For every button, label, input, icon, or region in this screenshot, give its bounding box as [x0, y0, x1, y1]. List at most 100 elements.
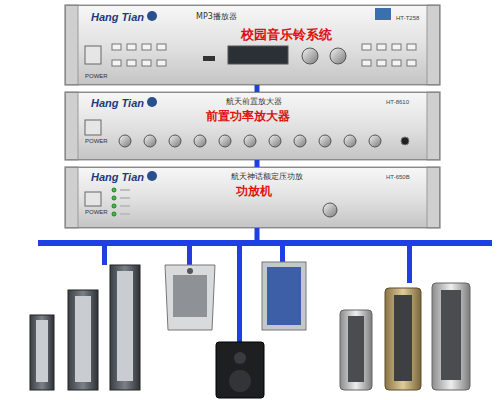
button	[127, 44, 136, 50]
column-speaker	[30, 315, 54, 390]
speaker-grille	[75, 296, 91, 382]
brand-logo	[147, 171, 157, 181]
column-speaker	[385, 288, 421, 390]
speaker-grille	[173, 275, 207, 317]
power-button	[85, 120, 101, 135]
button	[377, 44, 386, 50]
rack-ear	[427, 167, 440, 228]
led-mark	[120, 205, 130, 207]
rack-panel	[65, 5, 440, 85]
rack-panel	[65, 167, 440, 228]
knob	[169, 135, 181, 147]
model-number: HT-T258	[396, 15, 419, 21]
led	[112, 188, 116, 192]
knob	[302, 48, 318, 64]
signal-link	[255, 85, 260, 92]
brand-name: Hang Tian	[91, 98, 144, 110]
led-mark	[120, 213, 130, 215]
speaker-grille	[394, 295, 412, 381]
bus-drop	[280, 243, 285, 264]
power-label: POWER	[85, 138, 108, 144]
button-grid	[112, 44, 416, 66]
button	[112, 44, 121, 50]
speaker-badge	[187, 268, 193, 274]
button	[392, 60, 401, 66]
brand-badge	[375, 8, 391, 20]
panel-title: MP3播放器	[196, 13, 237, 21]
button	[362, 44, 371, 50]
knob	[330, 48, 346, 64]
rack-panel	[65, 92, 440, 160]
power-label: POWER	[85, 209, 108, 215]
bus-drop	[237, 243, 242, 342]
button	[377, 60, 386, 66]
lcd-display	[228, 46, 288, 64]
speaker-grille	[267, 267, 301, 325]
device-label: 前置功率放大器	[206, 110, 290, 123]
bus-drop	[187, 243, 192, 265]
box-speaker	[262, 262, 306, 330]
device-label: 校园音乐铃系统	[241, 28, 332, 42]
button	[407, 44, 416, 50]
box-speaker	[216, 342, 264, 398]
led	[112, 196, 116, 200]
led-marks	[120, 189, 130, 215]
column-speaker	[110, 265, 140, 390]
rack-ear	[65, 92, 78, 160]
wall-speaker	[165, 265, 215, 330]
knob	[119, 135, 131, 147]
brand-name: Hang Tian	[91, 172, 144, 184]
signal-link	[255, 160, 260, 167]
speaker-grille	[117, 271, 133, 381]
button	[142, 60, 151, 66]
panel-title: 航天神话额定压功放	[231, 173, 303, 181]
button	[407, 60, 416, 66]
rack-ear	[65, 167, 78, 228]
button	[142, 44, 151, 50]
led-mark	[120, 189, 130, 191]
button	[157, 60, 166, 66]
bus-drop	[407, 243, 412, 283]
tweeter	[234, 352, 246, 364]
brand-logo	[147, 97, 157, 107]
power-button	[85, 192, 101, 206]
knob-row	[119, 135, 381, 147]
device-unit: Hang Tian MP3播放器 HT-T258 校园音乐铃系统 POWER	[65, 5, 440, 85]
device-label: 功放机	[236, 185, 272, 198]
brand-logo	[147, 11, 157, 21]
speaker-grille	[36, 320, 48, 382]
led-mark	[120, 197, 130, 199]
model-number: HT-650B	[386, 174, 410, 180]
knob	[269, 135, 281, 147]
rack-ear	[427, 5, 440, 85]
speaker-grille	[348, 316, 364, 382]
knob	[219, 135, 231, 147]
column-speaker	[340, 310, 372, 390]
button	[112, 60, 121, 66]
mic-jack	[401, 137, 409, 145]
power-label: POWER	[85, 73, 108, 79]
column-speaker	[432, 283, 470, 390]
knob	[294, 135, 306, 147]
rack-ear	[65, 5, 78, 85]
button	[362, 60, 371, 66]
led	[112, 204, 116, 208]
button	[127, 60, 136, 66]
bus-drop	[102, 243, 107, 265]
knob	[194, 135, 206, 147]
model-number: HT-8610	[386, 99, 409, 105]
knob	[319, 135, 331, 147]
led	[112, 212, 116, 216]
button	[392, 44, 401, 50]
column-speaker	[68, 290, 98, 390]
power-button	[85, 46, 101, 64]
speaker-grille	[441, 290, 461, 380]
brand-name: Hang Tian	[91, 12, 144, 24]
knob	[144, 135, 156, 147]
device-unit: Hang Tian航天前置放大器HT-8610前置功率放大器POWER	[65, 92, 440, 160]
knob	[244, 135, 256, 147]
knob	[344, 135, 356, 147]
